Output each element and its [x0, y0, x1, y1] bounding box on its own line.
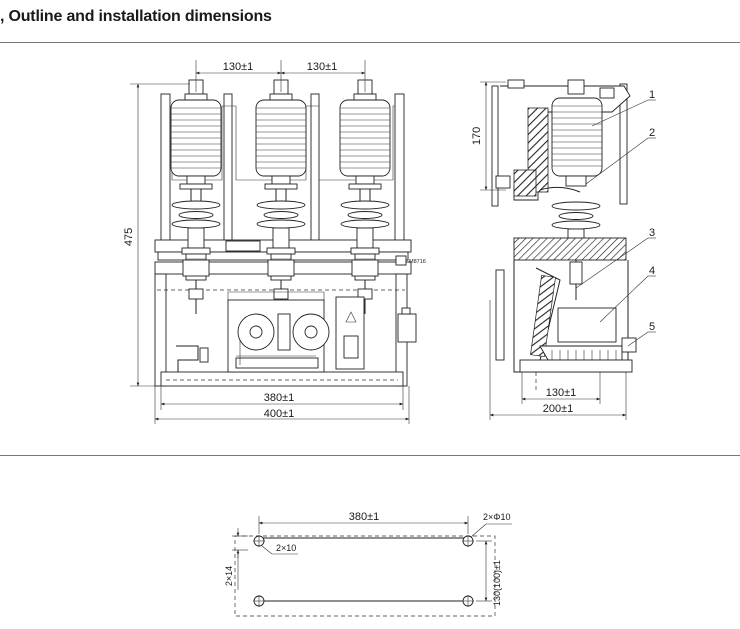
callout-2: 2 — [649, 127, 655, 139]
dim-top-height: 170 — [471, 127, 483, 145]
dim-hole-spacing: 380±1 — [349, 511, 380, 523]
frame-post — [394, 93, 405, 245]
side-insulator — [551, 97, 603, 177]
callout-4: 4 — [649, 265, 655, 277]
dim-width: 200±1 — [543, 403, 574, 415]
frame-post — [223, 93, 233, 245]
mounting-hole — [253, 535, 265, 547]
callout-1: 1 — [649, 89, 655, 101]
page-title: , Outline and installation dimensions — [0, 8, 272, 25]
dim-base-outer: 400±1 — [264, 408, 295, 420]
pole-right — [339, 79, 391, 315]
side-view: 1 2 3 4 5 170 130±1 200±1 — [471, 79, 656, 420]
dim-slot-height: 2×14 — [224, 566, 234, 586]
dim-pitch-right: 130±1 — [307, 61, 338, 73]
pole-middle — [255, 79, 307, 315]
dim-depth: 130(100)±1 — [492, 560, 502, 606]
dim-holes: 2×Φ10 — [483, 512, 510, 522]
dim-slot: 2×10 — [276, 543, 296, 553]
frame-post — [310, 93, 320, 245]
dim-height: 475 — [123, 228, 135, 246]
mounting-plan: 380±1 2×Φ10 2×10 2×14 130(100)±1 — [224, 511, 512, 617]
model-tag: M8716 — [409, 259, 426, 265]
base-rail — [160, 371, 404, 387]
dim-base-inner: 380±1 — [264, 392, 295, 404]
callout-3: 3 — [649, 227, 655, 239]
title-divider — [0, 42, 740, 43]
front-view: M8716 130±1 130±1 475 380±1 400±1 — [123, 60, 426, 424]
dim-inner: 130±1 — [546, 387, 577, 399]
footprint-outline — [234, 535, 496, 617]
mounting-hole — [462, 535, 474, 547]
side-switch — [397, 313, 417, 343]
dim-pitch-left: 130±1 — [223, 61, 254, 73]
mounting-hole — [253, 595, 265, 607]
pole-left — [170, 79, 222, 315]
callout-5: 5 — [649, 321, 655, 333]
section-divider — [0, 455, 740, 456]
insulating-block — [513, 237, 627, 261]
coil — [557, 307, 617, 343]
frame-post — [160, 93, 171, 245]
mounting-hole — [462, 595, 474, 607]
